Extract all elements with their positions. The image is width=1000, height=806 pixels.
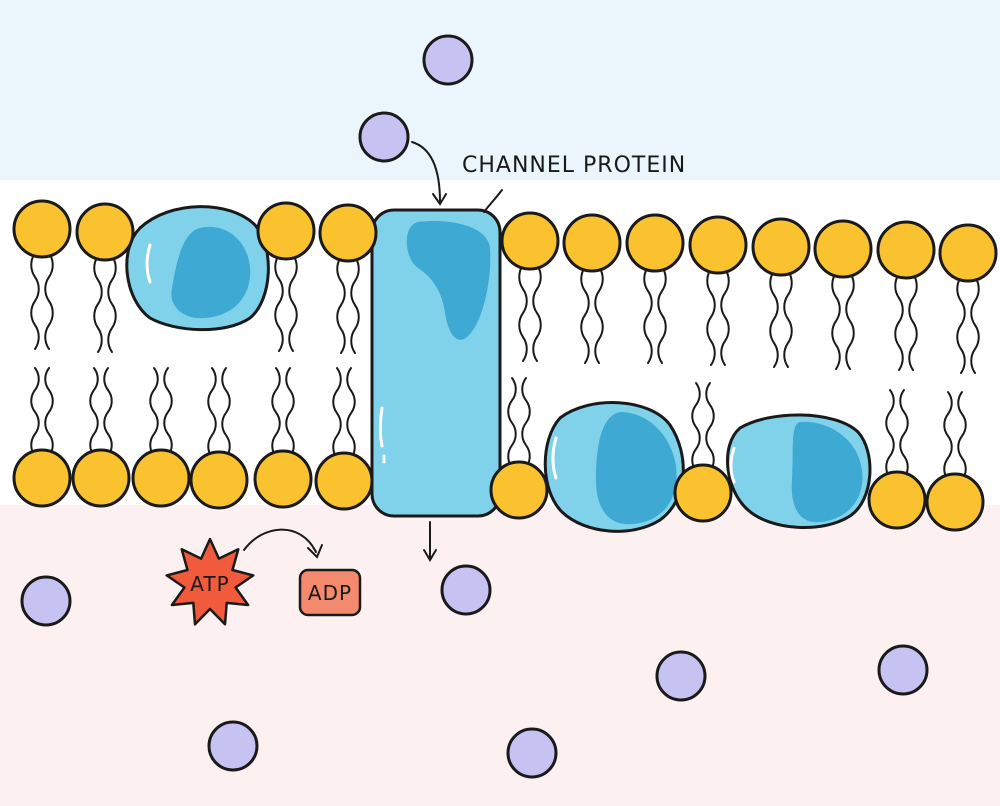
phosphate-head: [12, 448, 72, 508]
atp-to-adp-arrow: [243, 528, 317, 553]
molecule-inside-2: [440, 564, 492, 616]
phosphate-head: [256, 201, 316, 261]
adp-label: ADP: [308, 581, 352, 605]
channel-protein-label: CHANNEL PROTEIN: [462, 153, 686, 178]
molecule-inside-3: [655, 650, 707, 702]
phosphate-head: [751, 217, 811, 277]
solute-molecules: [20, 34, 929, 779]
atp-label: ATP: [190, 572, 229, 596]
phosphate-head: [938, 223, 998, 283]
molecule-inside-6: [506, 727, 558, 779]
arrows: [243, 141, 503, 562]
phosphate-head: [813, 219, 873, 279]
phosphate-head: [688, 215, 748, 275]
atp-to-adp-arrowhead: [307, 544, 323, 559]
phosphate-head: [500, 211, 560, 271]
adp-icon: ADP: [298, 568, 362, 617]
phosphate-head: [562, 213, 622, 273]
exit-arrowhead: [423, 549, 437, 562]
phosphate-head: [318, 203, 378, 263]
molecule-outside-top: [422, 34, 474, 86]
molecule-inside-1: [20, 575, 72, 627]
intracellular-region: [0, 505, 1000, 806]
molecule-inside-5: [207, 720, 259, 772]
phosphate-head: [71, 448, 131, 508]
phosphate-head: [625, 213, 685, 273]
top-phosphate-heads: [12, 199, 998, 283]
phosphate-head: [867, 470, 927, 530]
phosphate-head: [673, 463, 733, 523]
molecule-entry-arrow: [411, 141, 441, 203]
phosphate-head: [131, 448, 191, 508]
integral-protein-bottom-middle: [543, 401, 685, 533]
atp-icon: ATP: [165, 537, 255, 626]
molecule-inside-4: [877, 644, 929, 696]
phosphate-head: [489, 460, 549, 520]
molecule-entry-arrowhead: [432, 193, 447, 206]
integral-protein-bottom-right: [726, 413, 872, 529]
phosphate-head: [314, 451, 374, 511]
label-leader-line: [483, 189, 503, 213]
channel-protein: [370, 208, 502, 518]
phosphate-head: [12, 199, 72, 259]
bottom-phosphate-heads: [12, 448, 985, 532]
phosphate-head: [925, 472, 985, 532]
phosphate-head: [876, 220, 936, 280]
phosphate-head: [189, 450, 249, 510]
phosphate-head: [75, 202, 135, 262]
phosphate-head: [253, 449, 313, 509]
molecule-outside-entering: [358, 111, 410, 163]
peripheral-protein-top-left: [125, 205, 270, 332]
